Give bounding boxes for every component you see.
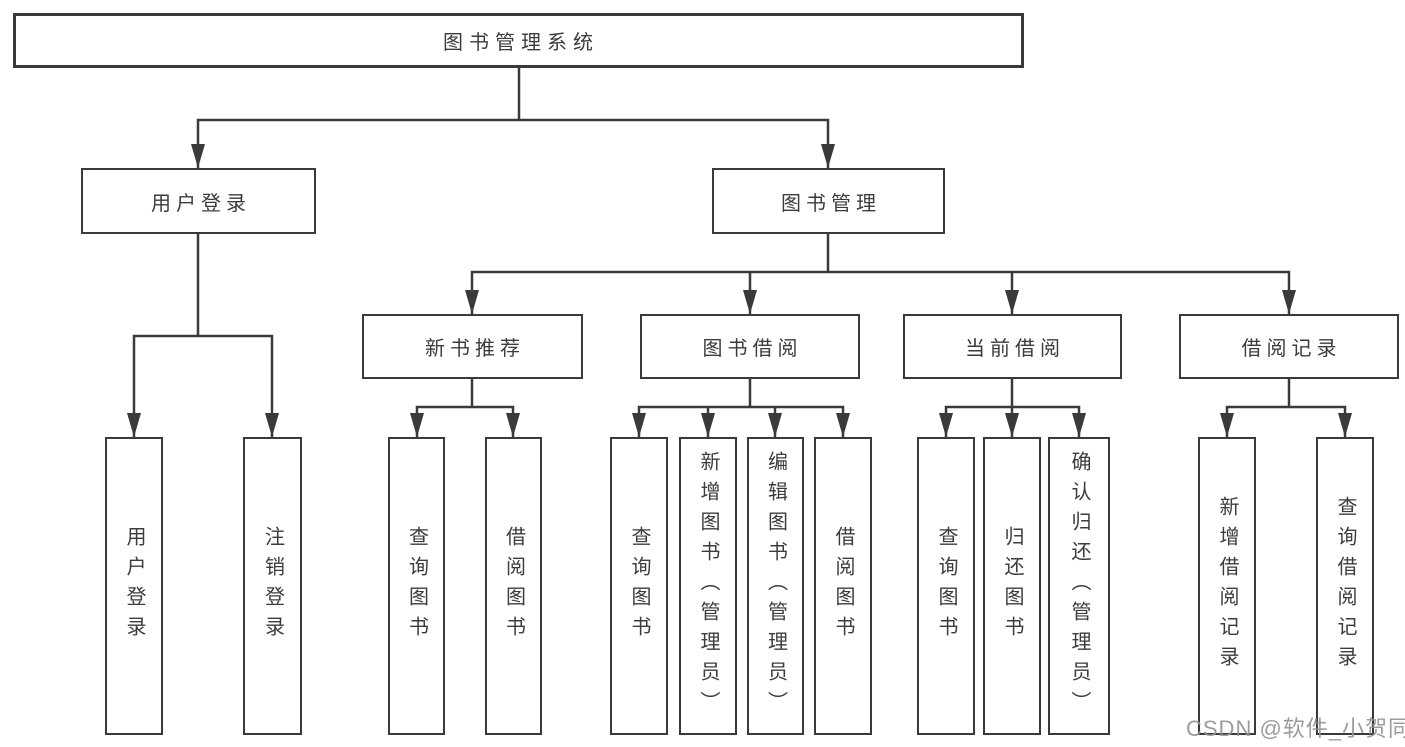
csdn-watermark: CSDN @软件_小贺同学 xyxy=(1186,716,1405,741)
leaf-return-books: 归还图书 xyxy=(983,437,1041,735)
node-new-book-recommendation: 新书推荐 xyxy=(362,314,583,379)
leaf-newbook-query-books: 查询图书 xyxy=(388,437,445,735)
node-borrowing-records: 借阅记录 xyxy=(1179,314,1399,379)
connector-new-book-children xyxy=(415,379,515,437)
leaf-confirm-return-admin: 确认归还（管理员） xyxy=(1048,437,1110,735)
leaf-newbook-borrow-books: 借阅图书 xyxy=(485,437,542,735)
node-user-login: 用户登录 xyxy=(81,168,316,234)
connector-borrow-records-children xyxy=(1225,379,1347,437)
node-book-borrowing: 图书借阅 xyxy=(640,314,860,379)
leaf-add-borrow-record: 新增借阅记录 xyxy=(1198,437,1256,735)
node-current-borrowing: 当前借阅 xyxy=(903,314,1122,379)
arrowheads xyxy=(127,144,1352,437)
leaf-edit-books-admin: 编辑图书（管理员） xyxy=(747,437,804,735)
connector-root-to-level2 xyxy=(196,68,830,168)
leaf-logout: 注销登录 xyxy=(243,437,302,735)
leaf-current-query-books: 查询图书 xyxy=(917,437,975,735)
node-library-management-system: 图书管理系统 xyxy=(13,13,1024,68)
connector-book-borrow-children xyxy=(637,379,845,437)
leaf-add-books-admin: 新增图书（管理员） xyxy=(679,437,737,735)
leaf-user-login: 用户登录 xyxy=(105,437,163,735)
connector-user-login-children xyxy=(132,234,274,437)
leaf-borrowing-query-books: 查询图书 xyxy=(610,437,668,735)
connector-book-mgmt-children xyxy=(470,234,1291,314)
leaf-borrowing-borrow-books: 借阅图书 xyxy=(814,437,872,735)
leaf-query-borrow-record: 查询借阅记录 xyxy=(1316,437,1374,735)
node-book-management: 图书管理 xyxy=(712,168,945,234)
